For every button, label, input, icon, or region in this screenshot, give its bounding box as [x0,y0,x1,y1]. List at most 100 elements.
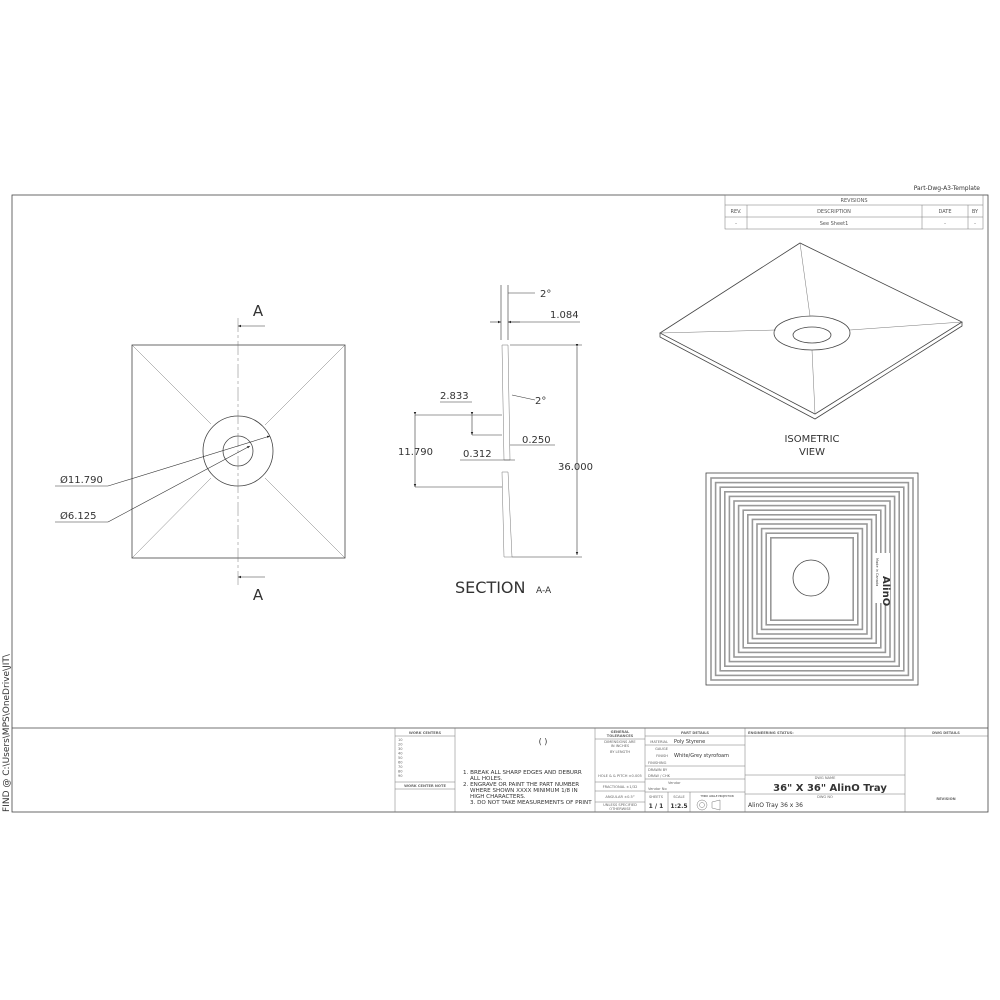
groove-ring [760,527,864,631]
work-center-code: 70 [398,765,403,769]
finishing-label: FINISHING [648,761,667,765]
dwg-name: 36" X 36" AlinO Tray [773,783,887,794]
revisions-title: REVISIONS [840,198,867,204]
section-label-top: A [253,302,264,320]
scale-label: SCALE [673,795,685,799]
description-header: DESCRIPTION [817,209,851,215]
rev-header: REV. [731,209,742,215]
work-center-code: 90 [398,774,403,778]
isometric-label-2: VIEW [799,447,825,458]
tolerances-unless-2: OTHERWISE [609,807,631,811]
material-value: Poly Styrene [674,739,705,745]
dim-inner-diameter: Ø6.125 [60,510,97,522]
note-line: ALL HOLES. [470,776,503,782]
date-cell: - [944,221,946,227]
work-center-code: 60 [398,761,403,765]
logo-subtext: Made in Canada [875,558,879,586]
note-line: HIGH CHARACTERS. [470,794,526,800]
by-cell: - [974,221,976,227]
part-details-title: PART DETAILS [681,731,709,735]
work-center-code: 10 [398,738,403,742]
tolerances-units-2: IN INCHES [611,744,630,748]
file-path-note: FIND @ C:\Users\MPS\OneDrive\JIT\ [2,653,12,812]
note-line: 2. ENGRAVE OR PAINT THE PART NUMBER [463,782,579,788]
finish-value: White/Grey styrofoam [674,753,729,759]
dim-0-312: 0.312 [463,449,492,460]
groove-ring [723,490,900,667]
dim-thickness: 1.084 [550,310,579,321]
rev-cell: - [735,221,737,227]
note-line: 1. BREAK ALL SHARP EDGES AND DEBURR [463,770,582,776]
work-centers-title: WORK CENTERS [409,731,442,735]
groove-ring [719,486,905,672]
dwg-name-label: DWG NAME [815,776,836,780]
work-center-note-title: WORK CENTER NOTE [404,784,446,788]
groove-ring [756,523,868,635]
checked-label: DRAW / CHK [648,774,671,778]
groove-ring [737,504,887,654]
scale-value: 1:2.5 [670,803,687,810]
dwg-no-label: DWG NO [817,795,833,799]
notes-paren: ( ) [539,737,548,746]
bottom-view: AlinO Made in Canada [705,472,919,686]
tolerances-title-2: TOLERANCES [607,734,634,738]
dwg-no: AlinO Tray 36 x 36 [748,802,803,809]
front-view: A A Ø11.790 Ø6.125 [55,302,346,604]
tolerances-angular: ANGULAR ±0.5° [605,795,634,799]
groove-ring [714,481,910,677]
vendor-no-label: Vendor No [648,787,667,791]
date-header: DATE [938,209,951,215]
revision-label: REVISION [936,797,955,801]
logo-text: AlinO [880,576,891,606]
by-header: BY [972,209,979,215]
section-title: SECTION [455,578,526,597]
tolerances-by-length: BY LENGTH [610,750,630,754]
work-center-code: 20 [398,743,403,747]
third-angle-projection-icon [696,799,721,811]
isometric-label-1: ISOMETRIC [784,434,839,445]
dim-11-790: 11.790 [398,447,433,458]
dim-step: 2.833 [440,391,469,402]
drawn-label: DRAWN BY [648,768,668,772]
dim-outer-diameter: Ø11.790 [60,474,103,486]
sheets-value: 1 / 1 [649,803,664,810]
sheet-border [11,194,989,813]
groove-ring [746,513,877,644]
dim-angle-mid: 2° [535,396,546,407]
dwg-details-title: DWG DETAILS [932,731,960,735]
groove-ring [769,536,854,621]
finish-label: FINISH [656,754,668,758]
tolerances-unless-1: UNLESS SPECIFIED [603,803,637,807]
section-view: 2° 1.084 2° 2.833 0.250 11.790 0.312 36.… [398,285,593,597]
note-line: WHERE SHOWN XXXX MINIMUM 1/8 IN [470,788,578,794]
section-label-bottom: A [253,586,264,604]
work-center-code: 80 [398,770,403,774]
groove-ring [751,518,873,640]
note-line: 3. DO NOT TAKE MEASUREMENTS OF PRINT [470,800,592,806]
isometric-view: ISOMETRIC VIEW [659,242,963,458]
tolerances-units-1: DIMENSIONS ARE [604,740,636,744]
work-center-code: 50 [398,756,403,760]
dim-angle-top: 2° [540,289,551,300]
tolerances-fractional: FRACTIONAL ±1/32 [603,785,638,789]
groove-ring [728,495,896,663]
engineering-status-title: ENGINEERING STATUS: [748,731,794,735]
groove-ring [742,509,882,649]
work-center-code: 40 [398,752,403,756]
template-name: Part-Dwg-A3-Template [914,185,981,192]
section-title-suffix: A-A [536,586,552,596]
groove-ring [710,477,914,681]
vendor-label: Vendor [668,781,681,785]
work-center-code: 30 [398,747,403,751]
tolerances-hole: HOLE & & PITCH ±0.005 [598,774,642,778]
material-label: MATERIAL [650,740,668,744]
projection-label: THIRD ANGLE PROJECTION [700,794,733,798]
revisions-table: REVISIONS REV. DESCRIPTION DATE BY - See… [724,194,984,230]
sheets-label: SHEETS [649,795,664,799]
dim-0-250: 0.250 [522,435,551,446]
gauge-label: GAUGE [655,747,669,751]
tolerances-title-1: GENERAL [611,730,630,734]
groove-ring [765,532,859,626]
description-cell: See Sheet1 [820,221,849,227]
